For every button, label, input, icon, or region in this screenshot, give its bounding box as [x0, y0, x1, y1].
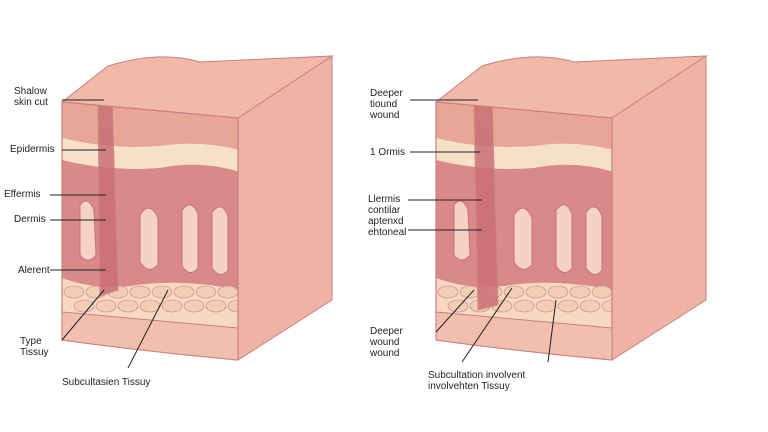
fat-cell — [73, 299, 95, 313]
fat-cell — [217, 285, 238, 299]
fat-cell — [525, 285, 547, 299]
fat-cell — [547, 285, 569, 299]
fat-cell — [129, 285, 151, 299]
fat-cell — [513, 299, 535, 313]
left-wound-channel — [97, 102, 119, 297]
label-effermis: Effermis — [4, 189, 41, 200]
label-left-subcutaneous: Subcultasien Tissuy — [62, 377, 151, 388]
label-type-tissue: Type Tissuy — [20, 336, 49, 358]
fat-cell — [579, 299, 601, 313]
leader-left-subcutaneous — [127, 289, 169, 369]
fat-cell — [205, 299, 227, 313]
right-top-face — [434, 55, 708, 119]
left-skin-block — [60, 55, 334, 361]
fat-cell — [161, 299, 183, 313]
fat-cell — [591, 285, 612, 299]
left-bottom-face — [61, 311, 239, 361]
right-follicles — [453, 200, 603, 275]
leader-left-type-tissue — [61, 289, 105, 341]
leader-right-sub-2 — [547, 299, 557, 363]
fat-cell — [195, 285, 217, 299]
leader-right-sub-1 — [461, 287, 513, 363]
label-shallow-cut: Shalow skin cut — [14, 86, 48, 108]
right-wound-channel — [473, 102, 499, 311]
fat-cell — [601, 299, 612, 313]
fat-cell — [437, 285, 459, 299]
label-deeper-wound-bottom: Deeper wound wound — [370, 326, 403, 359]
fat-cell — [503, 285, 525, 299]
fat-cell — [173, 285, 195, 299]
label-lermis-group: Llermis contilar aptenxd ehtoneal — [368, 194, 407, 238]
right-fat-cells — [437, 285, 612, 313]
fat-cell — [227, 299, 238, 313]
leader-lines — [50, 99, 557, 369]
fat-cell — [459, 285, 481, 299]
left-follicles — [79, 200, 229, 275]
fat-cell — [63, 285, 85, 299]
label-right-subcutaneous: Subcultation involvent involvehten Tissu… — [428, 370, 526, 392]
fat-cell — [151, 285, 173, 299]
label-alerent: Alerent — [18, 265, 50, 276]
fat-cell — [535, 299, 557, 313]
fat-cell — [557, 299, 579, 313]
fat-cell — [139, 299, 161, 313]
fat-cell — [117, 299, 139, 313]
label-deeper-wound-top: Deeper tiound wound — [370, 88, 403, 121]
label-dermis: Dermis — [14, 214, 46, 225]
label-ormis: 1 Ormis — [370, 147, 405, 158]
leader-right-deeper-bottom — [435, 289, 475, 333]
fat-cell — [95, 299, 117, 313]
label-epidermis: Epidermis — [10, 144, 55, 155]
right-skin-block — [434, 55, 708, 361]
left-top-face — [60, 55, 334, 119]
right-bottom-face — [435, 311, 613, 361]
fat-cell — [447, 299, 469, 313]
fat-cell — [569, 285, 591, 299]
fat-cell — [183, 299, 205, 313]
